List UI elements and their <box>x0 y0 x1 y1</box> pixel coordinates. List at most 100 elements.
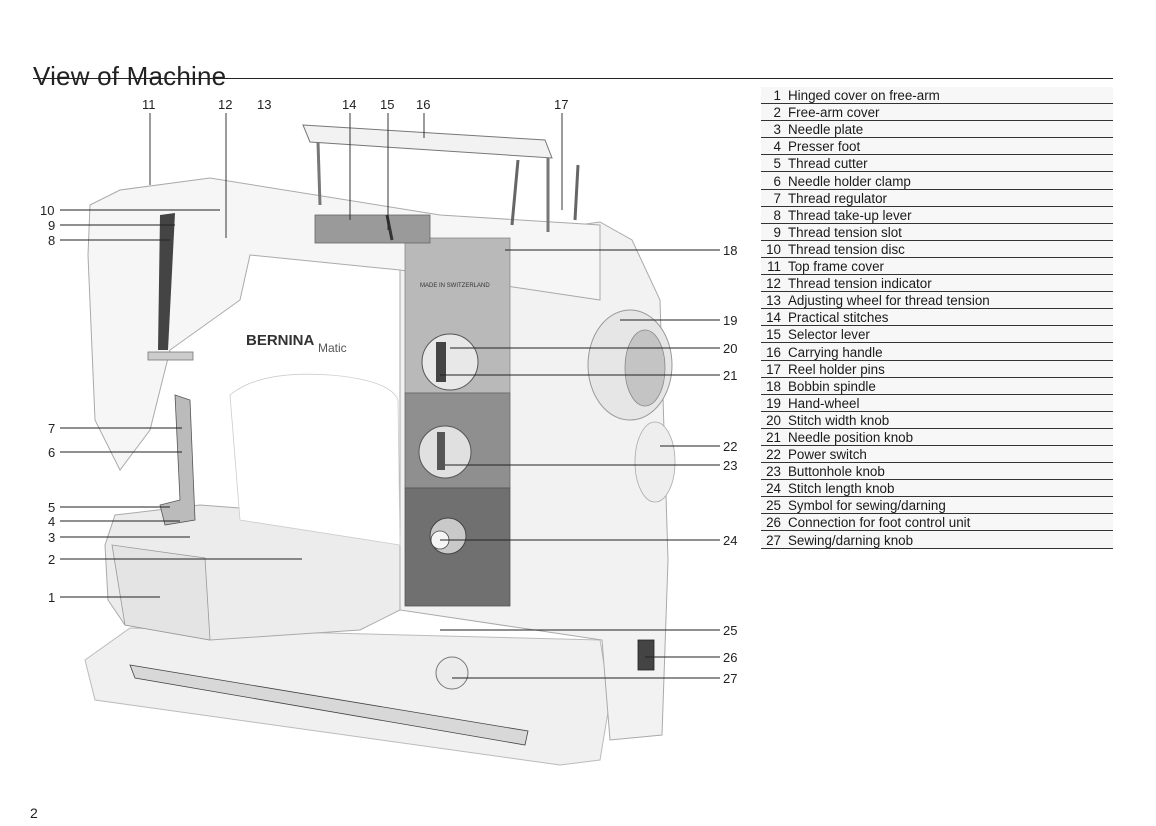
callout-13: 13 <box>257 97 271 112</box>
legend-number: 25 <box>766 498 781 514</box>
legend-number: 8 <box>773 207 781 223</box>
power-switch-drawing <box>634 421 676 503</box>
legend-number: 13 <box>766 293 781 309</box>
legend-part-name: Needle holder clamp <box>788 173 911 189</box>
legend-row: 6 Needle holder clamp <box>761 172 1113 190</box>
legend-number: 7 <box>773 190 781 206</box>
legend-row: 21 Needle position knob <box>761 429 1113 446</box>
legend-row: 22 Power switch <box>761 446 1113 464</box>
legend-part-name: Stitch length knob <box>788 481 895 497</box>
callout-1: 1 <box>48 590 55 605</box>
legend-number: 22 <box>766 447 781 463</box>
legend-part-name: Practical stitches <box>788 310 889 326</box>
legend-part-name: Connection for foot control unit <box>788 515 971 531</box>
legend-row: 16 Carrying handle <box>761 343 1113 361</box>
legend-number: 20 <box>766 412 781 428</box>
legend-part-name: Thread cutter <box>788 156 868 172</box>
legend-number: 15 <box>766 327 781 343</box>
callout-5: 5 <box>48 500 55 515</box>
callout-15: 15 <box>380 97 394 112</box>
legend-number: 26 <box>766 515 781 531</box>
practical-stitches-window <box>314 214 431 244</box>
legend-part-name: Carrying handle <box>788 344 883 360</box>
take-up-lever-drawing <box>158 213 175 350</box>
legend-row: 19 Hand-wheel <box>761 395 1113 412</box>
legend-number: 2 <box>773 105 781 121</box>
callout-7: 7 <box>48 421 55 436</box>
legend-part-name: Needle position knob <box>788 429 914 445</box>
callout-22: 22 <box>723 439 737 454</box>
foot-control-socket <box>637 639 655 671</box>
hinged-cover <box>111 544 211 641</box>
page-title: View of Machine <box>33 61 227 92</box>
carrying-handle-drawing <box>302 124 553 159</box>
legend-number: 21 <box>766 429 781 445</box>
legend-part-name: Thread tension slot <box>788 224 902 240</box>
measuring-scale <box>129 664 529 746</box>
callout-4: 4 <box>48 514 55 529</box>
callout-6: 6 <box>48 445 55 460</box>
legend-number: 16 <box>766 344 781 360</box>
legend-number: 12 <box>766 276 781 292</box>
legend-number: 14 <box>766 310 781 326</box>
callout-18: 18 <box>723 243 737 258</box>
callout-19: 19 <box>723 313 737 328</box>
callout-11: 11 <box>142 97 156 112</box>
callout-9: 9 <box>48 218 55 233</box>
legend-number: 19 <box>766 395 781 411</box>
legend-part-name: Thread tension indicator <box>788 276 932 292</box>
presser-foot-drawing <box>159 394 196 526</box>
throat <box>229 373 401 546</box>
model-label: Matic <box>318 341 347 355</box>
legend-part-name: Adjusting wheel for thread tension <box>788 293 990 309</box>
legend-number: 5 <box>773 156 781 172</box>
callout-8: 8 <box>48 233 55 248</box>
callout-14: 14 <box>342 97 356 112</box>
callout-17: 17 <box>554 97 568 112</box>
legend-row: 5 Thread cutter <box>761 155 1113 173</box>
machine-base <box>84 627 611 766</box>
legend-row: 15 Selector lever <box>761 326 1113 344</box>
callout-27: 27 <box>723 671 737 686</box>
legend-row: 13 Adjusting wheel for thread tension <box>761 292 1113 310</box>
legend-part-name: Thread tension disc <box>788 241 905 257</box>
callout-2: 2 <box>48 552 55 567</box>
callout-23: 23 <box>723 458 737 473</box>
legend-row: 23 Buttonhole knob <box>761 463 1113 481</box>
legend-part-name: Reel holder pins <box>788 361 885 377</box>
legend-row: 12 Thread tension indicator <box>761 275 1113 293</box>
callout-24: 24 <box>723 533 737 548</box>
callout-20: 20 <box>723 341 737 356</box>
legend-row: 24 Stitch length knob <box>761 480 1113 498</box>
legend-number: 10 <box>766 241 781 257</box>
legend-part-name: Hand-wheel <box>788 395 860 411</box>
callout-16: 16 <box>416 97 430 112</box>
legend-number: 23 <box>766 464 781 480</box>
legend-number: 24 <box>766 481 781 497</box>
stitch-width-knob <box>421 333 479 391</box>
legend-number: 27 <box>766 532 781 548</box>
legend-row: 26 Connection for foot control unit <box>761 514 1113 532</box>
plate-label: MADE IN SWITZERLAND <box>420 283 490 289</box>
legend-part-name: Selector lever <box>788 327 870 343</box>
legend-part-name: Power switch <box>788 447 867 463</box>
legend-number: 6 <box>773 173 781 189</box>
legend-number: 11 <box>767 259 781 275</box>
callout-26: 26 <box>723 650 737 665</box>
legend-number: 1 <box>773 88 781 104</box>
legend-part-name: Bobbin spindle <box>788 378 876 394</box>
legend-part-name: Buttonhole knob <box>788 464 885 480</box>
title-rule <box>33 78 1113 79</box>
